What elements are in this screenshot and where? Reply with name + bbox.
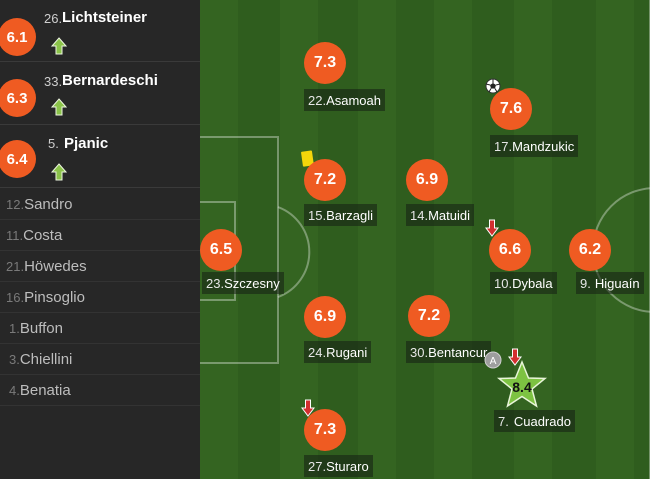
star-icon <box>496 360 548 408</box>
rating-badge: 6.3 <box>0 79 36 117</box>
rating-badge: 7.3 <box>304 409 346 451</box>
player-number: 3. <box>9 351 20 367</box>
rating-badge: 6.9 <box>406 159 448 201</box>
substitute-row[interactable]: 6.3 33. Bernardeschi <box>0 63 200 125</box>
player-number: 16. <box>6 289 25 305</box>
rating-badge: 7.2 <box>408 295 450 337</box>
rating-badge: 8.4 <box>512 379 532 395</box>
player-number: 5. <box>48 136 59 151</box>
player-label: 23.Szczesny <box>202 272 284 294</box>
pitch: 7.3 22.Asamoah 7.6 17.Mandzukic 7.2 15.B… <box>200 0 650 479</box>
rating-badge: 7.6 <box>490 88 532 130</box>
player-name: Lichtsteiner <box>62 9 148 26</box>
bench-row[interactable]: 1.Buffon <box>0 313 200 344</box>
player-name: Sandro <box>24 195 73 213</box>
rating-badge: 6.9 <box>304 296 346 338</box>
player-name: Pjanic <box>64 135 109 152</box>
player-number: 4. <box>9 382 20 398</box>
player-name: Costa <box>23 226 63 244</box>
assist-icon: A <box>484 351 502 369</box>
player-number: 33. <box>44 74 63 89</box>
arrow-up-icon <box>51 37 67 55</box>
rating-badge: 6.2 <box>569 229 611 271</box>
player-label: 14.Matuidi <box>406 204 474 226</box>
rating-badge: 6.6 <box>489 229 531 271</box>
bench-row[interactable]: 3.Chiellini <box>0 344 200 375</box>
player-label: 27.Sturaro <box>304 455 373 477</box>
player-name: Bernardeschi <box>62 72 158 89</box>
player-number: 12. <box>6 196 25 212</box>
svg-text:A: A <box>490 356 497 367</box>
bench-row[interactable]: 12.Sandro <box>0 189 200 220</box>
player-number: 21. <box>6 258 25 274</box>
bench-row[interactable]: 4.Benatia <box>0 375 200 406</box>
player-label: 24.Rugani <box>304 341 372 363</box>
player-label: 17.Mandzukic <box>490 135 579 157</box>
substitute-row[interactable]: 6.4 5. Pjanic <box>0 126 200 188</box>
yellow-card-icon <box>301 150 314 167</box>
player-name: Höwedes <box>24 257 87 275</box>
arrow-down-icon <box>485 219 499 237</box>
player-name: Buffon <box>19 319 63 337</box>
rating-badge: 6.1 <box>0 18 36 56</box>
player-label: 22.Asamoah <box>304 89 385 111</box>
player-name: Pinsoglio <box>24 288 85 306</box>
bench-row[interactable]: 16.Pinsoglio <box>0 282 200 313</box>
player-name: Benatia <box>19 381 71 399</box>
arrow-down-icon <box>508 348 522 366</box>
player-number: 26. <box>44 11 63 26</box>
arrow-up-icon <box>51 98 67 116</box>
rating-badge: 7.2 <box>304 159 346 201</box>
football-icon <box>485 78 501 94</box>
player-label: 7.Cuadrado <box>494 410 575 432</box>
player-label: 30.Bentancur <box>406 341 492 363</box>
player-label: 9.Higuaín <box>576 272 644 294</box>
arrow-up-icon <box>51 163 67 181</box>
rating-badge: 6.4 <box>0 140 36 178</box>
player-number: 11. <box>6 227 24 243</box>
bench-row[interactable]: 21.Höwedes <box>0 251 200 282</box>
player-label: 10.Dybala <box>490 272 557 294</box>
substitute-row[interactable]: 6.1 26. Lichtsteiner <box>0 0 200 62</box>
rating-badge: 6.5 <box>200 229 242 271</box>
player-label: 15.Barzagli <box>304 204 378 226</box>
rating-badge: 7.3 <box>304 42 346 84</box>
bench-row[interactable]: 11.Costa <box>0 220 200 251</box>
player-name: Chiellini <box>19 350 73 368</box>
substitutes-panel: 6.1 26. Lichtsteiner 6.3 33. Bernardesch… <box>0 0 200 479</box>
arrow-down-icon <box>301 399 315 417</box>
player-number: 1. <box>9 320 20 336</box>
